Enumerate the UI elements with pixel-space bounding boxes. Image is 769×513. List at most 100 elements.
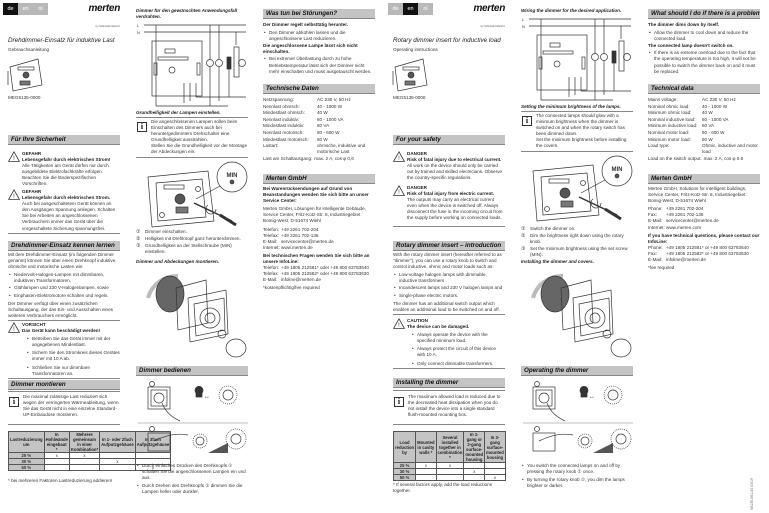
table-footnote: * bei mehreren Faktoren Lastreduzierung … — [8, 478, 113, 483]
warning-triangle-icon: ! — [7, 150, 21, 164]
hotline-label: Telefon: — [263, 265, 280, 271]
svg-text:N: N — [522, 24, 525, 29]
step-text: Dim the brightness right down using the … — [530, 233, 624, 245]
svg-text:L: L — [522, 17, 525, 22]
contact-value[interactable]: servicecenter@merten.de — [281, 238, 334, 244]
spec-label: Nominal ohmic load: — [648, 103, 690, 109]
contact-value[interactable]: +49 2261 702-136 — [666, 212, 704, 218]
contact-value[interactable]: www.merten.de — [281, 244, 313, 250]
tab-nl[interactable]: nl — [418, 3, 433, 15]
column-header: In 1-gang or 2-gang surface-mounted hous… — [463, 431, 486, 463]
intro-paragraph-2: Der Dimmer verfügt über einen zusätzlich… — [8, 300, 113, 318]
info-text-2: Stellen Sie die Grundhelligkeit vor der … — [151, 143, 248, 155]
intro-paragraph-2: The dimmer has an additional switch outp… — [393, 300, 500, 312]
hotline-label: Telefax: — [263, 271, 279, 277]
hotline-value[interactable]: +49 1805 212582* oder +49 800 63783630 — [281, 271, 369, 277]
caution-list: Betreiben Sie das Gerät immer mit der an… — [26, 336, 120, 377]
spec-label: Netzspannung: — [263, 97, 294, 102]
tab-de[interactable]: de — [3, 3, 18, 15]
divider — [393, 390, 505, 391]
spec-row: Nominal ohmic load:40 - 1000 W — [648, 104, 760, 110]
spec-label: Nennlast induktiv: — [263, 116, 300, 122]
company-address: Merten GmbH, Solutions for intelligent b… — [648, 186, 747, 204]
list-item: Single-phase electric motors. — [393, 293, 505, 299]
company-address: Merten GmbH, Lösungen für intelligente G… — [263, 206, 366, 224]
hotline-label: Phone: — [648, 244, 663, 250]
spec-row: Mindestlast ohmsch:40 W — [263, 110, 375, 116]
list-item: Low-voltage halogen lamps with dimmable,… — [393, 272, 505, 284]
contact-value[interactable]: servicecenter@merten.de — [666, 218, 719, 224]
contact-value[interactable]: +49 2261 702-204 — [666, 206, 704, 212]
hotline-value[interactable]: +49 1805 212582* or +49 800 63783630 — [666, 250, 749, 256]
contact-label: Telefon: — [263, 226, 280, 232]
tab-en[interactable]: en — [403, 3, 418, 15]
warning-triangle-icon: ! — [7, 188, 21, 202]
step-number-icon: ③ — [136, 243, 141, 250]
fee-note: *fee required — [648, 265, 675, 271]
list-item: Einphasen-Elektromotore schalten und reg… — [8, 293, 120, 299]
contact-value[interactable]: +49 2261 702-136 — [281, 232, 319, 238]
contact-value[interactable]: +49 2261 702-204 — [281, 226, 319, 232]
contact-label: Internet: — [263, 244, 280, 250]
tab-en[interactable]: en — [18, 3, 33, 15]
exploded-view-illustration — [136, 268, 248, 358]
contact-label: Telefax: — [263, 232, 279, 238]
spec-row: Last am Schaltausgang:max. 2 A, cos φ 0,… — [263, 156, 375, 162]
table-cell — [68, 464, 101, 471]
hotline-value[interactable]: +49 1805 212581* or +49 800 63783640 — [666, 244, 749, 250]
table-cell — [43, 464, 70, 471]
divider — [8, 320, 120, 321]
heading-troubleshooting: What should I do if there is a problem? — [648, 9, 760, 19]
danger-headline: Lebensgefahr durch elektrischen Strom! — [22, 157, 111, 163]
product-code: MEG5135-0000 — [8, 95, 41, 100]
divider — [521, 111, 633, 112]
operating-text: You switch the connected lamps on and of… — [521, 461, 633, 489]
heading-company: Merten GmbH — [648, 174, 760, 184]
spec-row: Nominal motor load:60 - 600 W — [648, 130, 760, 136]
svg-text:MIN: MIN — [612, 167, 623, 173]
intro-paragraph: With the rotary dimmer insert (hereafter… — [393, 252, 502, 270]
spec-label: Mains voltage: — [648, 97, 678, 102]
problem-answer: Allow the dimmer to cool down and reduce… — [648, 30, 760, 42]
list-item: Niedervolt-Halogen-Lampen mit dimmbaren,… — [8, 272, 120, 284]
list-item: Always protect the circuit of this devic… — [411, 346, 505, 358]
product-code: MEG5135-0000 — [393, 95, 426, 100]
tab-de[interactable]: de — [388, 3, 403, 15]
hotline-value[interactable]: +49 1805 212581* oder +49 800 63783640 — [281, 265, 369, 271]
svg-text:N: N — [137, 30, 140, 35]
danger-label: DANGER — [407, 151, 427, 156]
spec-label: Nennlast ohmsch: — [263, 103, 300, 109]
hotline-row: Fax:+49 1805 212582* or +49 800 63783630 — [648, 251, 760, 257]
contact-row: Fax:+49 2261 702-136 — [648, 212, 760, 218]
danger-headline: Risk of fatal injury from electric curre… — [407, 191, 495, 197]
info-icon: i — [522, 116, 532, 126]
spec-row: Netzspannung:AC 230 V, 50 Hz — [263, 97, 375, 103]
document-subtitle: Operating instructions — [393, 47, 438, 52]
covers-caption: Installing the dimmer and covers. — [521, 259, 595, 264]
tab-nl[interactable]: nl — [33, 3, 48, 15]
hotline-row: E-Mail:infoline@merten.de — [263, 277, 375, 283]
danger-text: Auch bei ausgeschaltetem Gerät können an… — [22, 201, 116, 231]
spec-row: Nennlast motorisch:60 - 600 W — [263, 130, 375, 136]
hotline-value[interactable]: infoline@merten.de — [281, 277, 321, 283]
hotline-value[interactable]: infoline@merten.de — [666, 257, 706, 263]
svg-text:!: ! — [13, 156, 15, 162]
step-text: Set the minimum brightness using the set… — [530, 246, 628, 258]
svg-text:!: ! — [13, 327, 15, 333]
document-title: Rotary dimmer insert for inductive load — [393, 37, 501, 44]
list-item: Durch Drehen des Drehknopfs ② dimmen Sie… — [136, 483, 248, 495]
step-number-icon: ③ — [521, 246, 526, 253]
spec-row: Load type:Ohmic, inductive and motor loa… — [648, 143, 760, 155]
warning-triangle-icon: ! — [392, 150, 406, 164]
contact-value[interactable]: www.merten.com — [666, 224, 702, 230]
